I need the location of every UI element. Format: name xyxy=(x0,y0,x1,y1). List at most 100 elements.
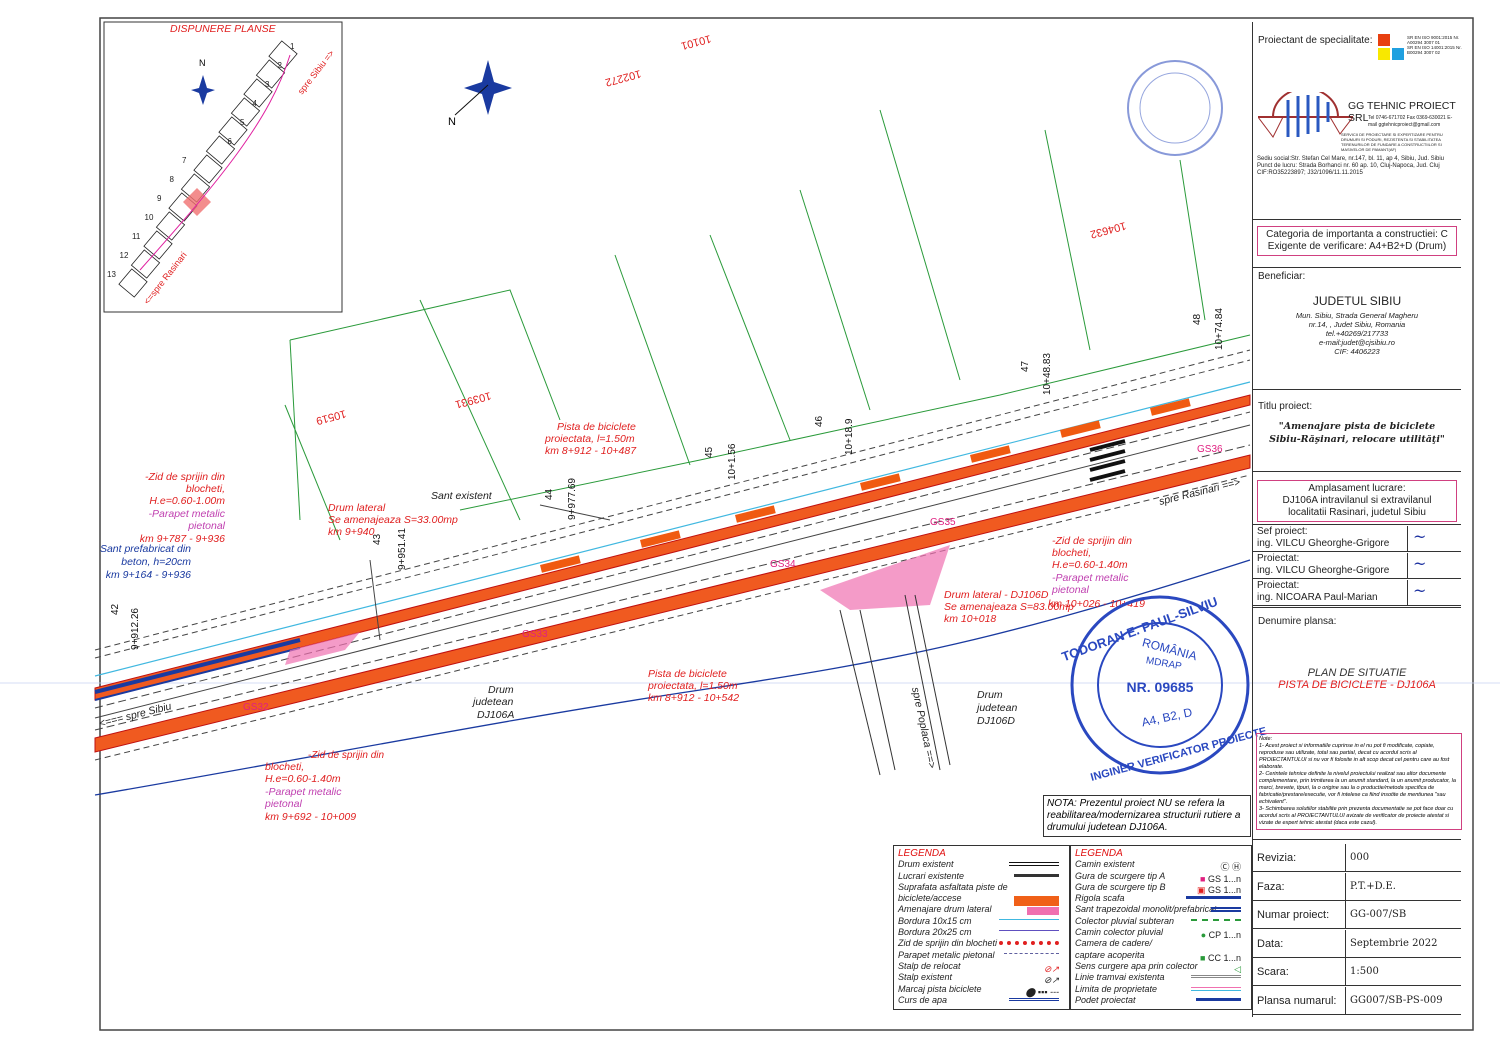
station-number: 45 xyxy=(704,446,715,458)
annotation: -Parapet metalic xyxy=(265,786,342,798)
inset-sheet-number: 3 xyxy=(265,80,270,89)
annotation: judetean xyxy=(975,702,1017,714)
verifier-stamp: TODORAN E. PAUL-SILVIU ROMÂNIA MDRAP NR.… xyxy=(1060,594,1268,784)
bike-path-pads xyxy=(539,398,1191,573)
info-key: Scara: xyxy=(1257,966,1289,978)
info-key: Faza: xyxy=(1257,880,1285,893)
company-logo xyxy=(1258,92,1353,138)
station-chainage: 9+951.41 xyxy=(397,528,408,570)
direction-label: spre Poplaca ==> xyxy=(909,686,938,769)
annotation: km 9+940 xyxy=(328,526,375,538)
legend-item: Camera de cadere/ xyxy=(1075,938,1153,949)
inset-title: DISPUNERE PLANSE xyxy=(170,23,277,35)
annotation: blocheti, xyxy=(1052,547,1091,559)
road-dj106d xyxy=(285,439,1126,776)
legend-item: Zid de sprijin din blocheti xyxy=(898,938,1065,949)
legend-item: Camin colector pluvial● CP 1...n xyxy=(1075,927,1241,941)
inset-sheet-number: 8 xyxy=(170,175,175,184)
person-role: Proiectat: xyxy=(1257,553,1300,564)
annotation: Pista de biciclete xyxy=(648,668,727,680)
parcel-number: 104632 xyxy=(1089,219,1128,240)
legend-item: Stalp existent⊘↗ xyxy=(898,972,1059,986)
parcel-number: 10101 xyxy=(680,32,713,52)
inset-north-icon xyxy=(191,75,215,105)
gs-label: GS33 xyxy=(522,629,548,640)
annotation: blocheti, xyxy=(186,483,225,495)
designer-label: Proiectant de specialitate: xyxy=(1258,35,1373,46)
stamp-role: INGINER VERIFICATOR PROIECTE xyxy=(1089,725,1268,784)
plan-title: PLAN DE SITUATIE xyxy=(1307,667,1407,679)
legend-symbol-icon xyxy=(999,941,1059,946)
annotation: DJ106D xyxy=(977,715,1015,727)
sheet-border xyxy=(99,17,1474,1031)
inset-sheet-number: 6 xyxy=(228,137,233,146)
station-number: 48 xyxy=(1192,313,1203,325)
inset-sheet-number: 10 xyxy=(145,213,154,222)
company-services: SERVICII DE PROIECTARE SI EXPERTIZARE PE… xyxy=(1341,132,1443,152)
legend-symbol-icon: ■ CC 1...n xyxy=(1200,952,1241,963)
gs-label: GS32 xyxy=(243,702,269,713)
annotation: Pista de biciclete xyxy=(557,421,636,433)
legend-item: Podet proiectat xyxy=(1075,995,1247,1006)
project-title-section: Titlu proiect: "Amenajare pista de bicic… xyxy=(1253,390,1461,472)
person-name: ing. VILCU Gheorghe-Grigore xyxy=(1257,565,1390,576)
legend-title: LEGENDA xyxy=(1075,848,1123,859)
annotation: km 9+692 - 10+009 xyxy=(265,811,356,823)
north-label: N xyxy=(448,116,456,128)
parcel-number: 102272 xyxy=(604,67,643,88)
legend-symbol-icon xyxy=(1009,997,1059,1001)
legend-symbol-icon xyxy=(1027,907,1059,916)
legend-item: Bordura 10x15 cm xyxy=(898,916,1065,927)
info-row: Faza:P.T.+D.E. xyxy=(1253,872,1461,901)
annotation: Se amenajeaza S=33.00mp xyxy=(328,514,458,526)
legend-symbol-icon xyxy=(1014,896,1059,907)
legend-item: Parapet metalic pietonal xyxy=(898,950,1065,961)
annotation: km 10+018 xyxy=(944,613,996,625)
station-number: 47 xyxy=(1020,360,1031,372)
inset-sheet-number: 5 xyxy=(240,118,245,127)
legend-item: captare acoperita■ CC 1...n xyxy=(1075,949,1241,963)
annotation: -Zid de sprijin din xyxy=(145,471,225,483)
inset-sheet xyxy=(155,211,186,241)
legend-item: Limita de proprietate xyxy=(1075,984,1247,995)
property-parcels xyxy=(284,109,1251,541)
legend-item: Sens curgere apa prin colector◁ xyxy=(1075,960,1241,974)
gs-label: GS36 xyxy=(1197,444,1223,455)
inset-sheet xyxy=(205,135,236,165)
legend-symbol-icon xyxy=(1191,986,1241,991)
legend-item: Bordura 20x25 cm xyxy=(898,927,1065,938)
company-address: Sediu social:Str. Stefan Cel Mare, nr.14… xyxy=(1257,156,1444,176)
legend-item: Linie tramvai existenta xyxy=(1075,972,1247,983)
signature: ~ xyxy=(1413,581,1427,600)
legend-symbol-icon: ● CP 1...n xyxy=(1200,930,1241,941)
legend-item: Gura de scurgere tip B▣ GS 1...n xyxy=(1075,881,1241,895)
station-chainage: 9+912.26 xyxy=(130,608,141,650)
person-role: Sef proiect: xyxy=(1257,526,1308,537)
inset-sheet-number: 7 xyxy=(182,156,187,165)
legend-symbol-icon xyxy=(1196,997,1241,1001)
annotation: km 8+912 - 10+487 xyxy=(545,445,637,457)
info-value: GG007/SB-PS-009 xyxy=(1345,986,1461,1014)
gs-label: GS34 xyxy=(770,559,796,570)
legend-item: Gura de scurgere tip A■ GS 1...n xyxy=(1075,870,1241,884)
signature: ~ xyxy=(1413,527,1427,546)
annotation: DJ106A xyxy=(477,709,514,721)
parcel-number: 10519 xyxy=(315,407,348,427)
inset-sheet-number: 1 xyxy=(290,42,295,51)
annotation: pietonal xyxy=(1051,584,1089,596)
inset-sheet-number: 12 xyxy=(120,251,129,260)
station-chainage: 10+74.84 xyxy=(1214,308,1225,350)
legend-symbol-icon: ■ GS 1...n xyxy=(1200,873,1241,884)
annotation: Drum xyxy=(977,689,1003,701)
company-name: GG TEHNIC PROIECT SRL xyxy=(1348,100,1456,124)
station-number: 43 xyxy=(372,533,383,545)
legend-symbol-icon xyxy=(1186,896,1241,900)
station-chainage: 10+18.9 xyxy=(844,418,855,455)
inset-sheet xyxy=(193,154,223,184)
inset-sheet xyxy=(218,116,248,146)
station-number: 44 xyxy=(544,488,555,500)
station-number: 46 xyxy=(814,415,825,427)
